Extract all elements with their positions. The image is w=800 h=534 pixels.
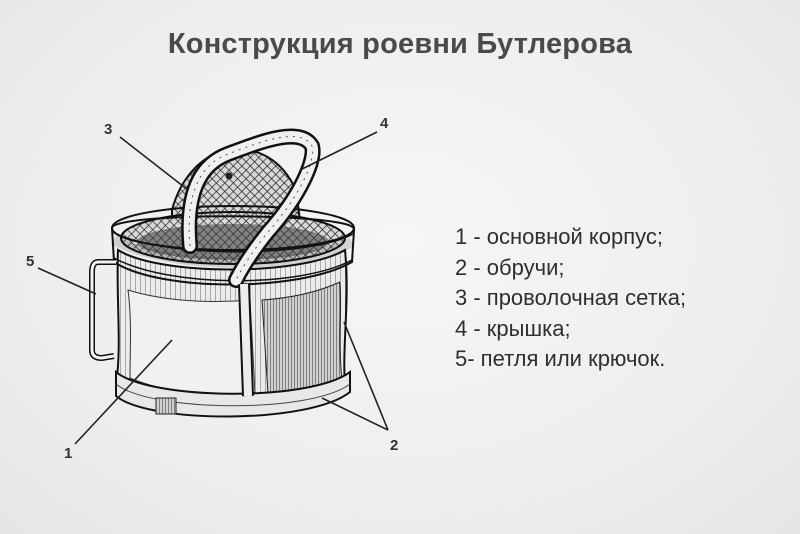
callout-4: 4 [380, 115, 389, 132]
bottom-hoop [115, 369, 351, 418]
callout-1: 1 [64, 445, 72, 462]
leader-line-2b [321, 397, 389, 431]
lid-strap [181, 128, 321, 397]
leader-line-5 [37, 267, 97, 295]
legend-item-loop: 5- петля или крючок. [455, 346, 666, 371]
leader-line-1 [74, 339, 173, 445]
diagram-title: Конструкция роевни Бутлерова [167, 28, 633, 60]
leader-line-3 [119, 136, 189, 191]
legend-item-hoops: 2 - обручи; [455, 254, 565, 280]
leader-lines [37, 131, 389, 445]
callout-5: 5 [26, 253, 34, 270]
callout-2: 2 [390, 437, 398, 454]
callout-3: 3 [104, 121, 112, 138]
side-loop [89, 259, 116, 362]
parts-legend: 1 - основной корпус; 2 - обручи; 3 - про… [455, 222, 686, 375]
legend-item-wire-mesh: 3 - проволочная сетка; [455, 285, 687, 310]
leader-line-2a [343, 321, 389, 431]
legend-item-lid: 4 - крышка; [455, 315, 571, 341]
legend-item-main-body: 1 - основной корпус; [455, 224, 664, 249]
leader-line-4 [299, 131, 378, 171]
